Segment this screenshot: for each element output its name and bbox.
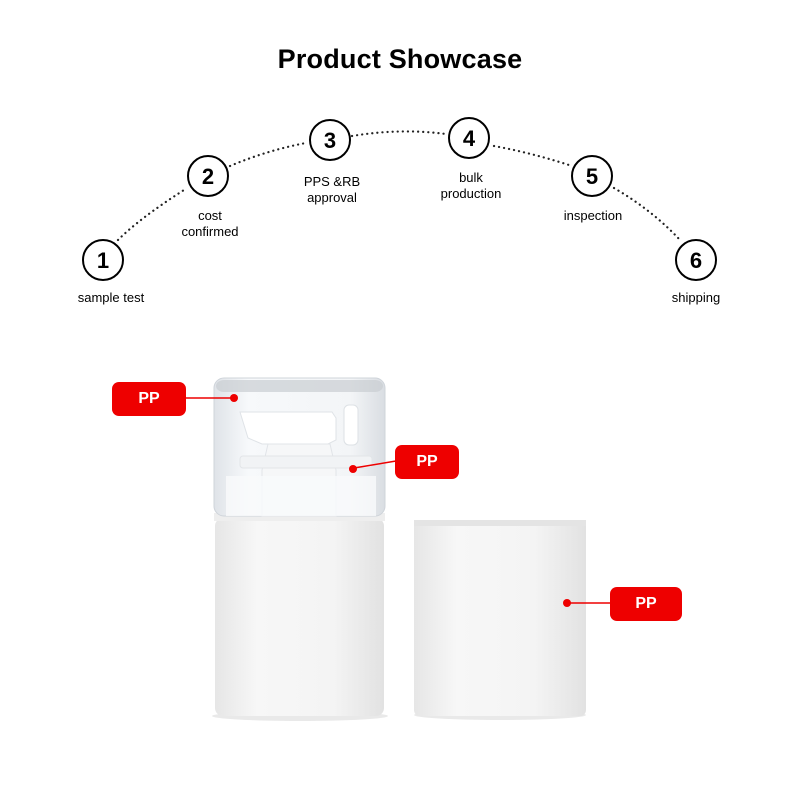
step-3: 3 PPS &RB approval <box>304 119 360 205</box>
step-number: 3 <box>324 128 336 153</box>
pointer-dot <box>349 465 357 473</box>
step-label: approval <box>307 190 357 205</box>
process-arc-dotted <box>350 130 448 138</box>
bottle-body <box>215 518 384 716</box>
pointer-line <box>353 460 397 469</box>
step-2: 2 cost confirmed <box>181 155 239 239</box>
step-1: 1 sample test <box>78 239 145 305</box>
step-label: inspection <box>564 208 623 223</box>
material-tag: PP <box>610 587 682 621</box>
step-circle <box>187 155 229 197</box>
step-label: production <box>441 186 502 201</box>
cylinder-body <box>414 520 586 720</box>
step-circle <box>448 117 490 159</box>
step-circle <box>309 119 351 161</box>
step-number: 4 <box>463 126 476 151</box>
pump-actuator <box>239 411 337 445</box>
step-label: sample test <box>78 290 145 305</box>
step-number: 5 <box>586 164 598 189</box>
step-label: cost <box>198 208 222 223</box>
step-circle <box>571 155 613 197</box>
step-circle <box>675 239 717 281</box>
step-circle <box>82 239 124 281</box>
step-4: 4 bulk production <box>441 117 502 201</box>
step-label: bulk <box>459 170 483 185</box>
pump-bottle <box>212 377 388 721</box>
step-6: 6 shipping <box>672 239 720 305</box>
process-arc-dotted <box>492 144 571 167</box>
step-label: PPS &RB <box>304 174 360 189</box>
step-number: 6 <box>690 248 702 273</box>
process-arc-dotted <box>116 188 186 242</box>
material-tag: PP <box>112 382 186 416</box>
material-tag: PP <box>395 445 459 479</box>
pointer-dot <box>563 599 571 607</box>
step-number: 2 <box>202 164 214 189</box>
step-label: shipping <box>672 290 720 305</box>
step-number: 1 <box>97 248 109 273</box>
pointer-dot <box>230 394 238 402</box>
step-label: confirmed <box>181 224 238 239</box>
step-5: 5 inspection <box>564 155 623 223</box>
page-title: Product Showcase <box>277 44 523 74</box>
process-arc-dotted <box>612 186 682 242</box>
process-arc-dotted <box>228 141 308 168</box>
